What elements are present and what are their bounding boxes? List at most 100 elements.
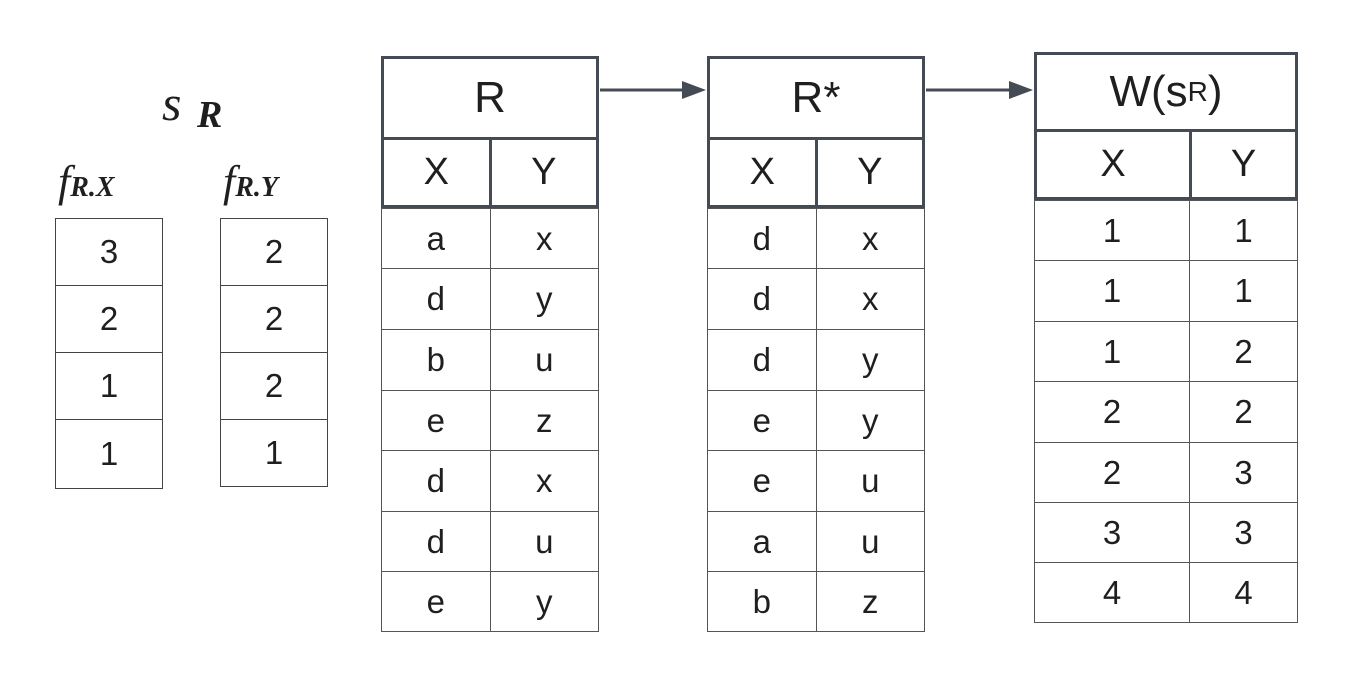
table-cell: x [862, 280, 879, 317]
table-r-star-title: R* [707, 56, 925, 140]
table-w-header-x: X [1037, 132, 1192, 197]
freq-label-x-sub: R.X [70, 172, 115, 203]
freq-table-y: 2 2 2 1 [220, 218, 328, 487]
table-r-header: X Y [381, 140, 599, 208]
table-cell: 3 [1234, 453, 1253, 491]
table-cell: u [861, 462, 880, 499]
table-cell: 3 [1234, 513, 1253, 551]
freq-label-x-main: f [58, 157, 71, 206]
table-cell: d [708, 330, 817, 390]
table-cell: x [536, 219, 553, 257]
table-r-star-header-x: X [710, 140, 818, 205]
table-cell: u [535, 341, 554, 378]
table-cell: e [708, 451, 817, 511]
table-cell: y [536, 582, 553, 620]
table-cell: 2 [1234, 393, 1253, 430]
table-cell: u [861, 522, 880, 560]
freq-x-cell: 1 [56, 353, 162, 420]
freq-y-cell: 2 [221, 353, 327, 420]
freq-y-cell: 2 [221, 286, 327, 353]
table-w-header: X Y [1034, 132, 1298, 200]
table-cell: d [382, 512, 491, 571]
table-cell: 1 [1035, 261, 1190, 321]
s-subscript: R [197, 94, 223, 136]
table-cell: 2 [1035, 443, 1190, 502]
table-cell: 1 [1035, 201, 1190, 260]
freq-table-x: 3 2 1 1 [55, 218, 163, 489]
table-cell: z [862, 582, 879, 620]
table-cell: d [708, 209, 817, 268]
table-cell: e [382, 572, 491, 631]
freq-y-cell: 2 [221, 219, 327, 286]
table-r-star-header-y: Y [857, 151, 883, 193]
table-cell: d [382, 451, 491, 511]
table-r-header-y: Y [531, 151, 557, 193]
freq-label-y-sub: R.Y [235, 172, 279, 203]
arrow-rstar-to-w [926, 81, 1033, 99]
freq-x-cell: 3 [56, 219, 162, 286]
freq-label-y: fR.Y [223, 160, 278, 204]
table-cell: 4 [1234, 573, 1253, 611]
table-cell: x [536, 462, 553, 499]
table-cell: z [536, 401, 553, 439]
freq-label-y-main: f [223, 157, 236, 206]
table-cell: 3 [1035, 503, 1190, 562]
table-cell: y [862, 401, 879, 439]
freq-label-x: fR.X [58, 160, 115, 204]
table-r-title: R [381, 56, 599, 140]
table-cell: b [382, 330, 491, 390]
arrow-r-to-rstar [600, 81, 706, 99]
table-cell: y [862, 341, 879, 378]
table-cell: 2 [1234, 332, 1253, 370]
table-cell: x [862, 219, 879, 257]
table-cell: 1 [1234, 211, 1253, 249]
table-r-header-x: X [384, 140, 492, 205]
s-symbol: s [162, 75, 182, 131]
table-cell: y [536, 280, 553, 317]
table-cell: a [708, 512, 817, 571]
freq-x-cell: 2 [56, 286, 162, 353]
table-w-title-end: ) [1207, 67, 1223, 116]
table-cell: e [708, 391, 817, 450]
table-cell: d [708, 269, 817, 329]
table-cell: 1 [1035, 322, 1190, 381]
freq-x-cell: 1 [99, 434, 119, 472]
table-w-header-y: Y [1230, 143, 1257, 185]
table-cell: 1 [1234, 272, 1253, 309]
table-cell: 4 [1035, 563, 1190, 622]
table-cell: b [708, 572, 817, 631]
table-w-title-main: W(s [1109, 67, 1188, 116]
table-w-title-sub: R [1187, 76, 1208, 107]
table-r-star-header: X Y [707, 140, 925, 208]
freq-y-cell: 1 [264, 434, 284, 471]
table-cell: d [382, 269, 491, 329]
